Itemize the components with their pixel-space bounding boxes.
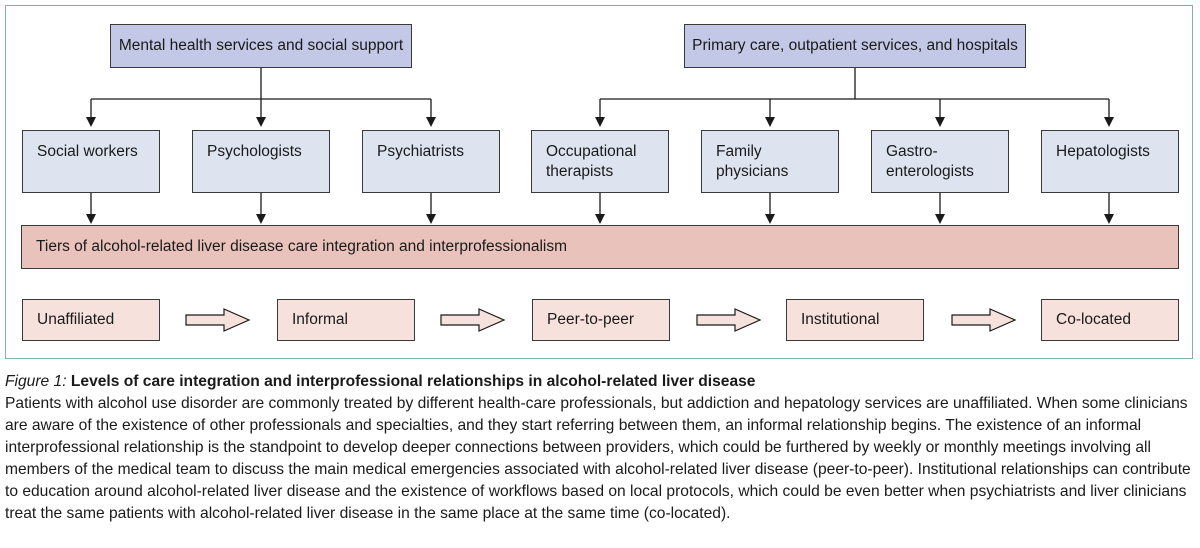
- professional-gastroenterologists: Gastro- enterologists: [871, 130, 1009, 193]
- professional-psychiatrists: Psychiatrists: [362, 130, 500, 193]
- integration-tiers-band-label: Tiers of alcohol-related liver disease c…: [36, 238, 567, 255]
- tier-label: Peer-to-peer: [547, 311, 635, 328]
- tier-label: Co-located: [1056, 311, 1131, 328]
- figure-caption: Figure 1: Levels of care integration and…: [5, 371, 1195, 525]
- tier-label: Institutional: [801, 311, 880, 328]
- tier-institutional: Institutional: [786, 299, 924, 341]
- professional-label-line1: Occupational: [546, 143, 637, 160]
- professional-label-line2: therapists: [546, 163, 614, 180]
- tier-unaffiliated: Unaffiliated: [22, 299, 160, 341]
- tier-peer-to-peer: Peer-to-peer: [532, 299, 670, 341]
- tier-label: Informal: [292, 311, 348, 328]
- tier-informal: Informal: [277, 299, 415, 341]
- group-primary-care: Primary care, outpatient services, and h…: [684, 24, 1026, 68]
- group-primary-care-label: Primary care, outpatient services, and h…: [692, 37, 1018, 54]
- group-mental-health-label: Mental health services and social suppor…: [118, 37, 404, 54]
- professional-label-line1: Gastro-: [886, 143, 938, 160]
- professional-label-line1: Hepatologists: [1056, 143, 1150, 160]
- group-mental-health: Mental health services and social suppor…: [110, 24, 412, 68]
- caption-body: Patients with alcohol use disorder are c…: [5, 395, 1191, 522]
- professional-label-line1: Psychologists: [207, 143, 302, 160]
- professional-label-line1: Social workers: [37, 143, 138, 160]
- professional-label-line1: Psychiatrists: [377, 143, 464, 160]
- caption-figure-label: Figure 1:: [5, 373, 67, 390]
- professional-social-workers: Social workers: [22, 130, 160, 193]
- progression-arrow-3: [696, 308, 762, 332]
- integration-tiers-band: Tiers of alcohol-related liver disease c…: [21, 225, 1179, 269]
- progression-arrow-1: [185, 308, 251, 332]
- professional-label-line2: enterologists: [886, 163, 974, 180]
- tier-co-located: Co-located: [1041, 299, 1179, 341]
- tier-label: Unaffiliated: [37, 311, 115, 328]
- professional-psychologists: Psychologists: [192, 130, 330, 193]
- professional-occupational-therapists: Occupational therapists: [531, 130, 669, 193]
- professional-family-physicians: Family physicians: [701, 130, 839, 193]
- caption-title-line: Figure 1: Levels of care integration and…: [5, 371, 1195, 393]
- progression-arrow-4: [951, 308, 1017, 332]
- professional-hepatologists: Hepatologists: [1041, 130, 1179, 193]
- professional-label-line1: Family: [716, 143, 762, 160]
- progression-arrow-2: [440, 308, 506, 332]
- caption-title: Levels of care integration and interprof…: [66, 373, 756, 390]
- professional-label-line2: physicians: [716, 163, 789, 180]
- connector-lines: [86, 67, 1114, 332]
